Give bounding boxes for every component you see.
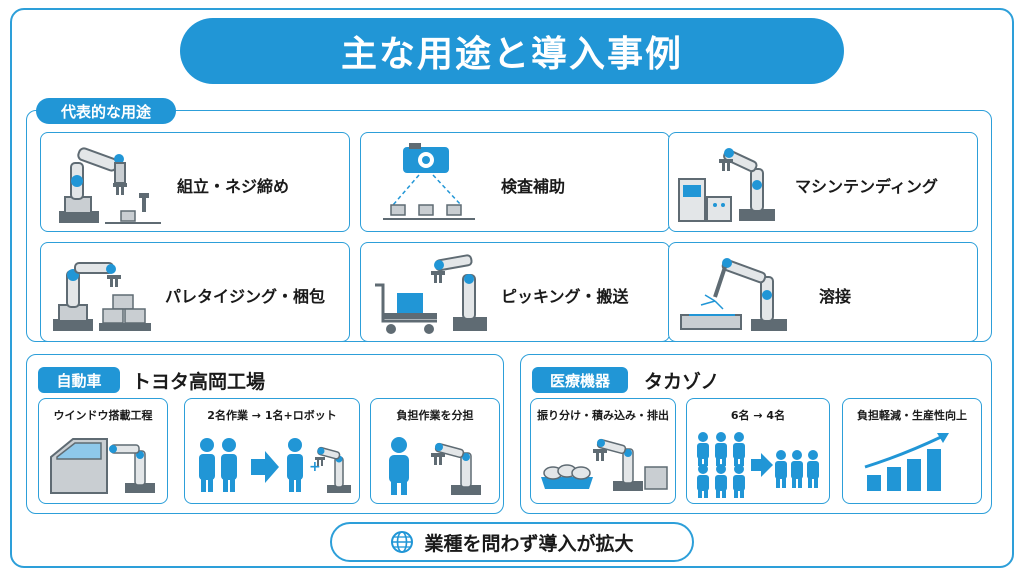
- case-medical-section: [520, 354, 992, 514]
- footer-banner: 業種を問わず導入が拡大: [330, 522, 694, 562]
- case-automotive-company: トヨタ高岡工場: [132, 371, 266, 393]
- svg-text:+: +: [309, 459, 321, 475]
- case-med-card-sorting-label: 振り分け・積み込み・排出: [537, 409, 669, 422]
- case-med-card-productivity: 負担軽減・生産性向上: [842, 398, 982, 504]
- uses-section-tag: 代表的な用途: [36, 98, 176, 124]
- case-car-card-staff-label: 2名作業 → 1名+ロボット: [207, 409, 337, 422]
- use-label-assembly: 組立・ネジ締め: [177, 177, 290, 196]
- case-med-card-productivity-label: 負担軽減・生産性向上: [857, 409, 967, 422]
- use-card-welding: 溶接: [668, 242, 978, 342]
- case-med-card-sorting: 振り分け・積み込み・排出: [530, 398, 676, 504]
- picking-cart-icon: [375, 254, 487, 334]
- footer-label: 業種を問わず導入が拡大: [424, 532, 634, 555]
- use-label-inspection: 検査補助: [501, 177, 566, 196]
- case-car-card-staff: 2名作業 → 1名+ロボット +: [184, 398, 360, 504]
- case-automotive-section: [26, 354, 504, 514]
- two-workers-to-one-plus-robot-icon: +: [199, 438, 351, 493]
- case-car-card-window-label: ウインドウ搭載工程: [53, 409, 153, 422]
- case-automotive-tag: 自動車: [38, 367, 120, 393]
- palletizing-icon: [53, 262, 151, 331]
- page-title: 主な用途と導入事例: [180, 18, 844, 84]
- case-med-card-staff-label: 6名 → 4名: [730, 409, 786, 422]
- worker-robot-share-icon: [389, 437, 481, 495]
- use-card-inspection: 検査補助: [360, 132, 670, 232]
- use-label-machine-tending: マシンテンディング: [795, 177, 938, 196]
- growth-chart-icon: [864, 433, 949, 491]
- welding-robot-icon: [680, 258, 787, 331]
- case-car-card-share-label: 負担作業を分担: [396, 409, 474, 422]
- six-to-four-workers-icon: [697, 432, 819, 498]
- globe-icon: [391, 531, 414, 553]
- camera-inspection-icon: [383, 143, 475, 220]
- use-card-machine-tending: マシンテンディング: [668, 132, 978, 232]
- use-card-picking: ピッキング・搬送: [360, 242, 670, 342]
- case-car-card-window: ウインドウ搭載工程: [38, 398, 168, 504]
- machine-tending-icon: [678, 148, 775, 222]
- use-card-palletizing: パレタイジング・梱包: [40, 242, 350, 342]
- use-label-welding: 溶接: [819, 287, 852, 306]
- case-medical-tag: 医療機器: [532, 367, 628, 393]
- case-car-card-share: 負担作業を分担: [370, 398, 500, 504]
- car-door-robot-icon: [50, 438, 155, 494]
- use-label-palletizing: パレタイジング・梱包: [165, 287, 326, 306]
- case-med-card-staff: 6名 → 4名: [686, 398, 830, 504]
- robot-arm-screw-icon: [59, 147, 161, 224]
- case-medical-company: タカゾノ: [644, 371, 720, 393]
- use-label-picking: ピッキング・搬送: [501, 287, 629, 306]
- sorting-tray-robot-icon: [541, 438, 668, 491]
- use-card-assembly: 組立・ネジ締め: [40, 132, 350, 232]
